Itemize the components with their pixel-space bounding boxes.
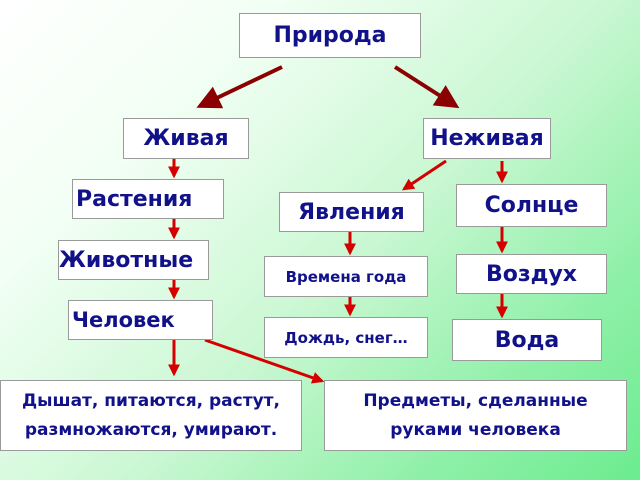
arrow-human-to-objects — [204, 338, 325, 384]
objects-line-1: Предметы, сделанные — [363, 390, 588, 411]
node-seasons-label: Времена года — [285, 267, 407, 286]
node-living-label: Живая — [143, 126, 229, 151]
arrow-root-to-nonliving — [393, 65, 460, 109]
node-animals: Животные — [58, 240, 209, 280]
node-seasons: Времена года — [264, 256, 428, 297]
node-nature-label: Природа — [273, 23, 387, 48]
node-rain: Дождь, снег… — [264, 317, 428, 358]
node-sun-label: Солнце — [484, 193, 579, 218]
node-water-label: Вода — [494, 327, 560, 353]
node-living-traits: Дышат, питаются, растут, размножаются, у… — [0, 380, 302, 451]
node-living: Живая — [123, 118, 249, 159]
traits-line-1: Дышат, питаются, растут, — [22, 390, 280, 411]
node-human-label: Человек — [72, 308, 175, 332]
node-nonliving-label: Неживая — [430, 126, 544, 151]
arrow-nonliving-to-phenomena — [402, 159, 447, 191]
objects-line-2: руками человека — [390, 419, 561, 440]
node-water: Вода — [452, 319, 602, 361]
node-nonliving: Неживая — [423, 118, 551, 159]
node-animals-label: Животные — [59, 247, 194, 273]
node-plants-label: Растения — [76, 186, 193, 212]
node-rain-label: Дождь, снег… — [284, 328, 408, 347]
node-man-made-objects: Предметы, сделанные руками человека — [324, 380, 627, 451]
node-air-label: Воздух — [486, 261, 577, 287]
node-sun: Солнце — [456, 184, 607, 227]
node-nature: Природа — [239, 13, 421, 58]
node-plants: Растения — [72, 179, 224, 219]
node-air: Воздух — [456, 254, 607, 294]
node-human: Человек — [68, 300, 213, 340]
node-phenomena-label: Явления — [298, 199, 405, 225]
traits-line-2: размножаются, умирают. — [24, 419, 278, 440]
node-phenomena: Явления — [279, 192, 424, 232]
arrow-root-to-living — [196, 65, 283, 109]
